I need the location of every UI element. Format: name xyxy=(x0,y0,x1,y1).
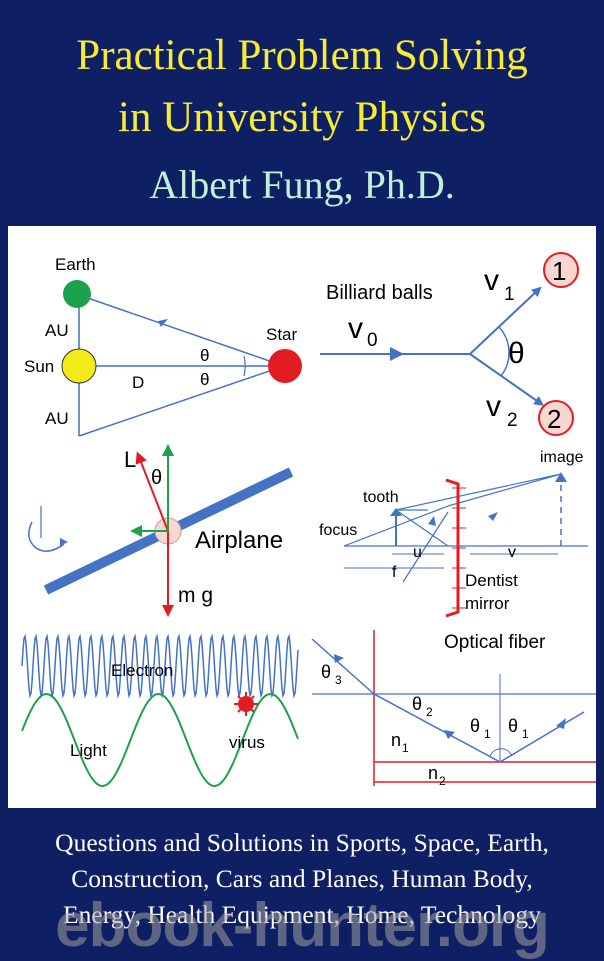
label-mirror: mirror xyxy=(465,594,510,613)
author-name: Albert Fung, Ph.D. xyxy=(149,162,455,207)
label-n1: n xyxy=(391,730,401,750)
label-earth: Earth xyxy=(55,255,96,274)
label-theta1b-sub: 1 xyxy=(522,727,529,741)
label-v0-sub: 0 xyxy=(367,330,378,351)
ball-2-icon xyxy=(538,400,574,436)
fiber-title: Optical fiber xyxy=(444,632,546,653)
airplane-diagram: L θ Airplane m g xyxy=(28,444,294,617)
subtitle-line-2: Construction, Cars and Planes, Human Bod… xyxy=(71,864,533,893)
label-n2: n xyxy=(428,763,438,783)
label-v0: v xyxy=(348,312,363,345)
billiard-diagram: Billiard balls v 0 v 1 v 2 θ 1 2 xyxy=(320,252,579,436)
label-sun: Sun xyxy=(24,357,54,376)
label-billiard-theta: θ xyxy=(508,337,525,370)
earth-icon xyxy=(63,280,91,308)
label-electron: Electron xyxy=(111,661,173,680)
label-v2-sub: 2 xyxy=(507,410,518,431)
label-au-bottom: AU xyxy=(45,409,69,428)
watermark: ebook-hunter.org xyxy=(55,891,550,960)
title-line-2: in University Physics xyxy=(118,94,486,141)
label-n1-sub: 1 xyxy=(402,741,409,755)
label-theta1a-sub: 1 xyxy=(484,727,491,741)
label-image: image xyxy=(540,449,584,466)
label-lift: L xyxy=(124,447,136,472)
title-line-1: Practical Problem Solving xyxy=(76,32,528,79)
star-icon xyxy=(268,349,302,383)
label-v1-sub: 1 xyxy=(504,284,515,305)
label-theta3-sub: 3 xyxy=(335,673,342,687)
billiard-title: Billiard balls xyxy=(326,282,433,304)
label-ball-2: 2 xyxy=(547,404,561,434)
label-theta-bottom: θ xyxy=(200,370,209,389)
subtitle-line-3: Energy, Health Equipment, Home, Technolo… xyxy=(63,900,541,929)
label-v2: v xyxy=(486,390,501,423)
label-theta2: θ xyxy=(412,694,422,714)
wave-diagram: Electron Light virus xyxy=(21,633,299,788)
sun-icon xyxy=(61,348,97,384)
label-theta3: θ xyxy=(321,662,331,682)
label-weight: m g xyxy=(178,584,213,607)
label-theta-top: θ xyxy=(200,346,209,365)
label-airplane-theta: θ xyxy=(151,467,162,489)
label-au-top: AU xyxy=(45,321,69,340)
light-wave xyxy=(21,692,299,788)
label-star: Star xyxy=(266,325,298,344)
label-n2-sub: 2 xyxy=(439,774,446,788)
rotation-icon xyxy=(28,521,65,552)
electron-wave xyxy=(21,633,299,699)
label-d: D xyxy=(132,373,144,392)
label-theta2-sub: 2 xyxy=(426,705,433,719)
diagram-panel: Earth AU Sun D AU Star θ θ Billiard ball… xyxy=(8,226,596,808)
label-dentist: Dentist xyxy=(465,571,518,590)
label-v: v xyxy=(508,544,516,561)
subtitle-line-1: Questions and Solutions in Sports, Space… xyxy=(55,828,549,857)
fiber-diagram: Optical fiber θ 3 θ 2 θ 1 θ 1 n 1 n 2 xyxy=(311,630,596,788)
label-v1: v xyxy=(484,264,499,297)
label-f: f xyxy=(392,564,397,581)
label-u: u xyxy=(413,544,422,561)
label-light: Light xyxy=(70,741,107,760)
label-ball-1: 1 xyxy=(552,256,566,286)
parallax-diagram: Earth AU Sun D AU Star θ θ xyxy=(24,255,302,437)
mirror-diagram: image tooth focus u v f Dentist xyxy=(319,449,588,618)
label-airplane: Airplane xyxy=(195,527,283,554)
virus-icon xyxy=(234,692,258,716)
label-focus: focus xyxy=(319,522,357,539)
label-tooth: tooth xyxy=(363,489,399,506)
label-theta1b: θ xyxy=(508,716,518,736)
diagram-canvas: Earth AU Sun D AU Star θ θ Billiard ball… xyxy=(21,252,596,788)
ball-1-icon xyxy=(543,252,579,288)
label-virus: virus xyxy=(229,733,265,752)
label-theta1a: θ xyxy=(470,716,480,736)
